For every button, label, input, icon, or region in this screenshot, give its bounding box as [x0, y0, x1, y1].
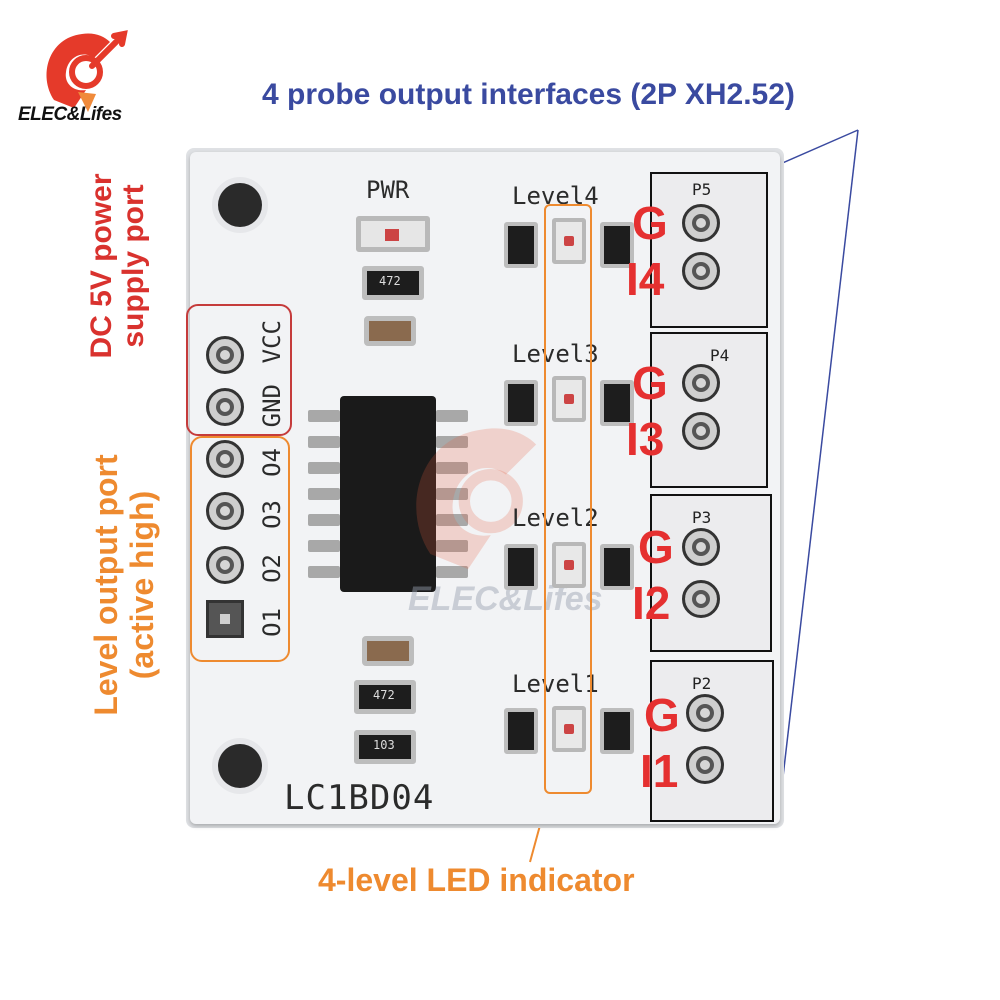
connector-p3-label: P3: [692, 508, 712, 527]
p3-pad-g: [682, 528, 720, 566]
level3-led: [552, 376, 586, 422]
level-output-annotation: Level output port (active high): [88, 400, 168, 770]
p2-pad-g: [686, 694, 724, 732]
pwr-resistor: 472: [362, 266, 424, 300]
level-output-outline: [190, 436, 290, 662]
connector-p4-label: P4: [710, 346, 730, 365]
connector-p5-label: P5: [692, 180, 712, 199]
probe4-g-label: G: [632, 197, 668, 249]
level1-resistor-right: [600, 708, 634, 754]
level2-led: [552, 542, 586, 588]
level4-resistor-left: [504, 222, 538, 268]
led-indicator-outline: [544, 204, 592, 794]
level1-label: Level1: [512, 670, 599, 698]
ic-pin: [308, 514, 340, 526]
board-model-label: LC1BD04: [284, 778, 435, 818]
pwr-label: PWR: [366, 176, 410, 204]
ic-pin: [308, 410, 340, 422]
level3-label: Level3: [512, 340, 599, 368]
level1-resistor-left: [504, 708, 538, 754]
mounting-hole-bottom: [218, 744, 262, 788]
ic-pin: [436, 410, 468, 422]
ic-pin: [436, 436, 468, 448]
ic-pin: [308, 488, 340, 500]
p5-pad-i: [682, 252, 720, 290]
led-indicator-annotation: 4-level LED indicator: [318, 862, 635, 898]
p3-pad-i: [682, 580, 720, 618]
header-pin-o1: [206, 600, 244, 638]
level2-resistor-left: [504, 544, 538, 590]
header-pin-o4: [206, 440, 244, 478]
ic-pin: [308, 436, 340, 448]
ic-pin: [308, 540, 340, 552]
level3-resistor-left: [504, 380, 538, 426]
brand-logo-text: ELEC&Lifes: [18, 104, 122, 125]
header-pin-o3: [206, 492, 244, 530]
connector-p5: [650, 172, 768, 328]
pwr-led: [356, 216, 430, 252]
level1-led: [552, 706, 586, 752]
connector-p4: [650, 332, 768, 488]
pwr-capacitor: [364, 316, 416, 346]
bottom-resistor-b: 103: [354, 730, 416, 764]
probe3-i-label: I3: [626, 413, 665, 465]
ic-chip: [340, 396, 436, 592]
probe3-g-label: G: [632, 357, 668, 409]
probe1-i-label: I1: [640, 745, 679, 797]
probe2-g-label: G: [638, 521, 674, 573]
headline-probe-interfaces: 4 probe output interfaces (2P XH2.52): [262, 78, 795, 111]
level2-label: Level2: [512, 504, 599, 532]
ic-pin: [308, 462, 340, 474]
level-output-line1: Level output port: [88, 454, 124, 716]
brand-logo-icon: [46, 30, 128, 112]
ic-pin: [436, 462, 468, 474]
watermark-logo-icon: [416, 428, 537, 570]
power-port-outline: [186, 304, 292, 436]
ic-pin: [436, 540, 468, 552]
level2-resistor-right: [600, 544, 634, 590]
level-output-line2: (active high): [124, 490, 160, 680]
connector-p2-label: P2: [692, 674, 712, 693]
power-port-line2: supply port: [117, 184, 150, 348]
power-port-line1: DC 5V power: [85, 173, 118, 359]
p2-pad-i: [686, 746, 724, 784]
mounting-hole-top: [218, 183, 262, 227]
probe2-i-label: I2: [632, 577, 671, 629]
level4-led: [552, 218, 586, 264]
ic-pin: [436, 514, 468, 526]
header-pin-vcc: [206, 336, 244, 374]
ic-pin: [436, 566, 468, 578]
p5-pad-g: [682, 204, 720, 242]
p4-pad-g: [682, 364, 720, 402]
probe1-g-label: G: [644, 689, 680, 741]
power-port-annotation: DC 5V power supply port: [85, 96, 150, 436]
ic-pin: [308, 566, 340, 578]
connector-p2: [650, 660, 774, 822]
level4-resistor-right: [600, 222, 634, 268]
connector-p3: [650, 494, 772, 652]
ic-pin: [436, 488, 468, 500]
header-pin-gnd: [206, 388, 244, 426]
bottom-capacitor: [362, 636, 414, 666]
level3-resistor-right: [600, 380, 634, 426]
header-pin-o2: [206, 546, 244, 584]
p4-pad-i: [682, 412, 720, 450]
bottom-resistor-a: 472: [354, 680, 416, 714]
probe4-i-label: I4: [626, 253, 665, 305]
